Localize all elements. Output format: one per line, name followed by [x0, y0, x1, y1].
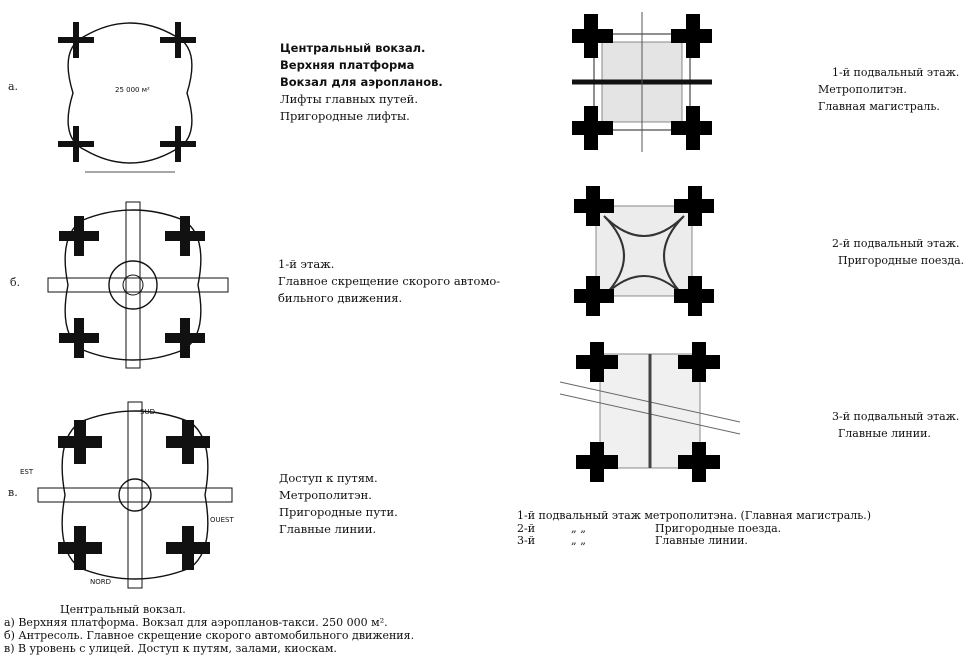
a-line-4: Лифты главных путей.: [280, 92, 418, 106]
legend-row-3-level: 3-й: [517, 534, 536, 547]
plan-v-drawing: SUD OUEST NORD EST: [20, 400, 240, 590]
map-label-sud: SUD: [140, 408, 155, 416]
plan-a-area: 25 000 м²: [115, 86, 150, 94]
label-v: в.: [8, 486, 18, 499]
legend-row-2-desc: Пригородные поезда.: [655, 521, 782, 535]
figure-caption-left: Центральный вокзал. а) Верхняя платформа…: [4, 603, 414, 655]
text-level3: 3-й подвальный этаж. Главные линии.: [832, 408, 959, 442]
l2-line-1: 2-й подвальный этаж.: [832, 237, 960, 250]
legend-row-2: 2-й „ „ Пригородные поезда.: [517, 521, 871, 536]
v-line-1: Доступ к путям.: [279, 471, 378, 485]
legend-row-3-desc: Главные линии.: [655, 534, 748, 547]
b-line-3: бильного движения.: [278, 291, 403, 305]
v-line-2: Метрополитэн.: [279, 488, 372, 502]
plan-level3-drawing: [560, 342, 740, 482]
caption-v: в) В уровень с улицей. Доступ к путям, з…: [4, 642, 337, 655]
label-a: а.: [8, 80, 19, 93]
legend-row-1: 1-й подвальный этаж метрополитэна. (Глав…: [517, 509, 872, 523]
plan-level2-drawing: [574, 186, 714, 316]
plan-level1-drawing: [572, 12, 712, 152]
caption-title: Центральный вокзал.: [60, 603, 186, 616]
v-line-3: Пригородные пути.: [279, 505, 398, 519]
v-line-4: Главные линии.: [279, 522, 377, 536]
a-line-2: Верхняя платформа: [280, 58, 415, 72]
a-line-1: Центральный вокзал.: [280, 41, 426, 55]
levels-legend: 1-й подвальный этаж метрополитэна. (Глав…: [517, 509, 872, 548]
text-block-a: Центральный вокзал. Верхняя платформа Во…: [280, 40, 443, 125]
caption-b: б) Антресоль. Главное скрещение скорого …: [4, 629, 415, 642]
legend-row-2-level: 2-й: [517, 521, 536, 535]
b-line-2: Главное скрещение скорого автомо-: [278, 274, 501, 288]
text-block-v: Доступ к путям. Метрополитэн. Пригородны…: [279, 470, 398, 538]
legend-row-3: 3-й „ „ Главные линии.: [517, 534, 871, 548]
l1-line-2: Метрополитэн.: [818, 83, 907, 96]
legend-row-1-desc: этаж метрополитэна. (Главная магистраль.…: [611, 509, 872, 522]
map-label-ouest: OUEST: [210, 516, 234, 524]
label-b: б.: [10, 276, 21, 289]
text-block-b: 1-й этаж. Главное скрещение скорого авто…: [278, 256, 500, 307]
map-label-est: EST: [20, 468, 34, 476]
l1-line-3: Главная магистраль.: [818, 100, 940, 113]
text-level1: 1-й подвальный этаж. Метрополитэн. Главн…: [818, 64, 959, 115]
caption-a: а) Верхняя платформа. Вокзал для аэропла…: [4, 616, 388, 629]
l3-line-2: Главные линии.: [838, 427, 931, 440]
legend-row-2-floor: „ „: [571, 521, 586, 535]
legend-row-1-level: 1-й: [517, 509, 536, 522]
legend-row-3-floor: „ „: [571, 534, 586, 547]
text-level2: 2-й подвальный этаж. Пригородные поезда.: [832, 235, 964, 269]
l1-line-1: 1-й подвальный этаж.: [832, 66, 960, 79]
a-line-5: Пригородные лифты.: [280, 109, 410, 123]
plan-a-drawing: 25 000 м²: [45, 8, 215, 178]
legend-row-1-floor: подвальный: [538, 509, 609, 522]
plan-b-drawing: [38, 200, 238, 370]
l3-line-1: 3-й подвальный этаж.: [832, 410, 960, 423]
a-line-3: Вокзал для аэропланов.: [280, 75, 443, 89]
map-label-nord: NORD: [90, 578, 111, 586]
l2-line-2: Пригородные поезда.: [838, 254, 965, 267]
b-line-1: 1-й этаж.: [278, 257, 335, 271]
